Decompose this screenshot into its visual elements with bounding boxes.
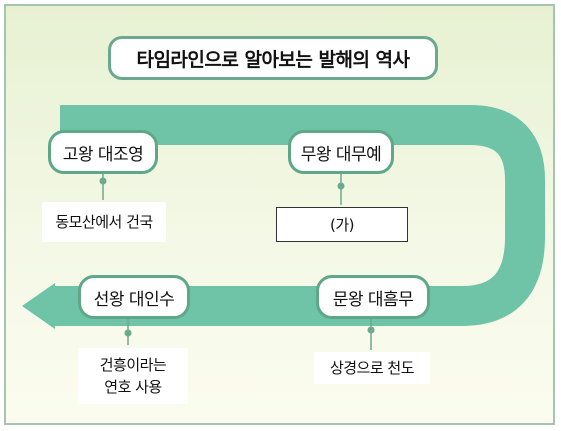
timeline-event-2-line-1: (가)	[329, 215, 355, 234]
connector-dot-3	[367, 326, 375, 334]
timeline-event-2-blank: (가)	[276, 207, 408, 242]
connector-dot-4	[124, 329, 132, 337]
timeline-event-3: 상경으로 천도	[314, 352, 430, 384]
connector-dot-2	[337, 182, 345, 190]
timeline-arrowhead	[22, 283, 55, 329]
timeline-event-1: 동모산에서 건국	[42, 202, 166, 242]
timeline-event-4-line-2: 연호 사용	[104, 378, 162, 396]
timeline-event-4-line-1: 건흥이라는	[99, 356, 167, 374]
connector-dot-1	[99, 177, 107, 185]
timeline-node-king-4: 선왕 대인수	[78, 275, 190, 319]
timeline-event-4: 건흥이라는 연호 사용	[78, 348, 188, 404]
timeline-node-king-1: 고왕 대조영	[48, 130, 158, 174]
timeline-band	[50, 105, 545, 326]
diagram-title: 타임라인으로 알아보는 발해의 역사	[108, 36, 438, 80]
timeline-event-1-line-1: 동모산에서 건국	[55, 213, 153, 231]
timeline-node-king-3: 문왕 대흠무	[316, 275, 430, 319]
timeline-event-3-line-1: 상경으로 천도	[329, 359, 415, 377]
timeline-node-king-2: 무왕 대무예	[288, 130, 394, 174]
